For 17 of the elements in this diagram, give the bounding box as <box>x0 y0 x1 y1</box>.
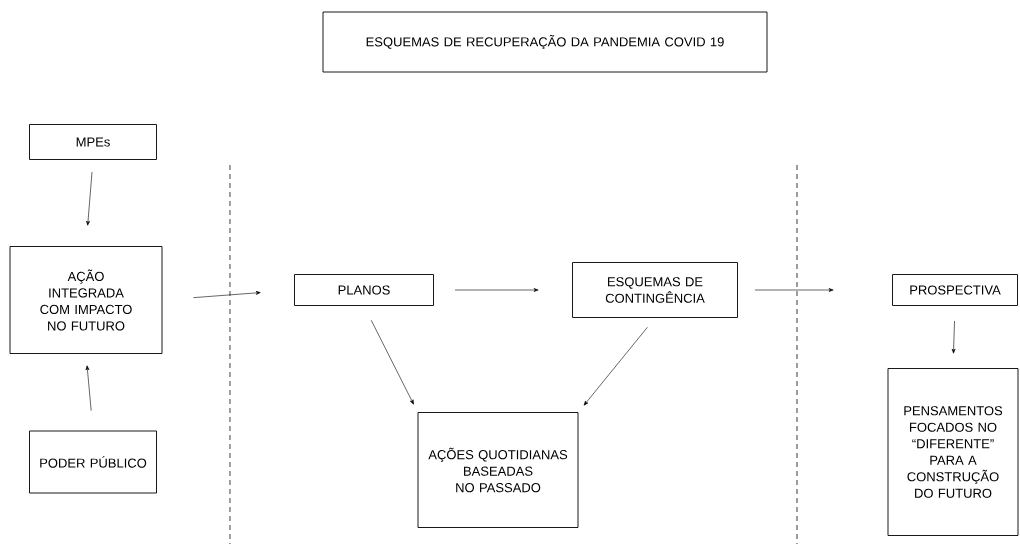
arrow <box>583 326 648 406</box>
arrow <box>193 291 261 298</box>
arrow <box>370 319 414 405</box>
arrow <box>86 171 93 226</box>
process-box: PLANOS <box>294 274 434 306</box>
process-box: AÇÃO INTEGRADA COM IMPACTO NO FUTURO <box>9 246 163 354</box>
process-box: PODER PÚBLICO <box>29 430 157 494</box>
arrow <box>85 365 92 411</box>
arrow <box>454 288 539 292</box>
title-box: ESQUEMAS DE RECUPERAÇÃO DA PANDEMIA COVID 19 <box>322 11 768 73</box>
process-box: AÇÕES QUOTIDIANAS BASEADAS NO PASSADO <box>417 412 579 528</box>
process-box: MPEs <box>29 124 157 160</box>
process-box: ESQUEMAS DE CONTINGÊNCIA <box>572 262 738 318</box>
process-box: PENSAMENTOS FOCADOS NO “DIFERENTE” PARA A CONSTRUÇÃO DO FUTURO <box>887 368 1019 536</box>
arrow <box>754 288 834 292</box>
arrow <box>951 320 956 354</box>
process-box: PROSPECTIVA <box>892 274 1018 306</box>
